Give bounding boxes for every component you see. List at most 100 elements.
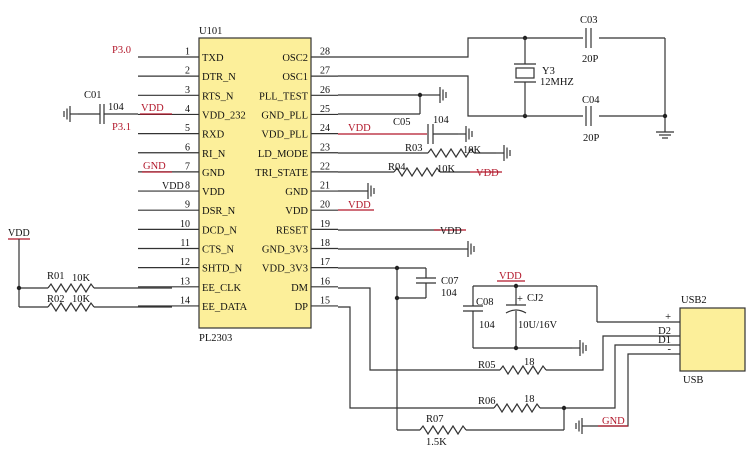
net-gnd-pin7: GND	[143, 161, 166, 172]
r06-ref: R06	[478, 396, 496, 407]
ic-pin-number: 26	[320, 85, 330, 96]
ic-pin-number: 5	[185, 123, 190, 134]
net-gnd-usb: GND	[602, 416, 625, 427]
resistor-r01	[47, 282, 172, 294]
ic-pin-name: DCD_N	[202, 225, 237, 236]
ic-pin-number: 1	[185, 47, 190, 58]
usb-pin-label: D2	[658, 326, 671, 337]
net-vdd-pin24: VDD	[348, 123, 371, 134]
c01-ref: C01	[84, 90, 102, 101]
ic-pin-name: VDD	[202, 187, 225, 198]
ground-symbol-pin21	[359, 182, 375, 200]
vdd-left-rail	[8, 238, 48, 308]
ic-pin-name: CTS_N	[202, 245, 235, 256]
usb-pin-label: D1	[658, 335, 671, 346]
net-vdd-left: VDD	[8, 228, 30, 239]
ic-pin-name: GND_PLL	[261, 110, 308, 121]
ic-pin-name: PLL_TEST	[259, 91, 309, 102]
c08-ref: C08	[476, 297, 494, 308]
ic-pin-name: RESET	[276, 225, 309, 236]
ic-pin-number: 15	[320, 295, 330, 306]
ground-symbol-filter	[571, 339, 587, 357]
ic-pin-name: EE_DATA	[202, 302, 248, 313]
c03-value: 20P	[582, 54, 599, 65]
ic-pin-name: DSR_N	[202, 206, 236, 217]
ic-pin-name: DTR_N	[202, 72, 236, 83]
ic-pin-name: RTS_N	[202, 91, 234, 102]
usb-name: USB	[683, 375, 703, 386]
c04-ref: C04	[582, 95, 600, 106]
ic-pin-name: VDD_3V3	[262, 264, 308, 275]
ic-right-pins: 28OSC227OSC126PLL_TEST25GND_PLL24VDD_PLL…	[255, 47, 338, 313]
resistor-r02	[47, 301, 172, 313]
usb-connector	[679, 307, 746, 372]
c04-value: 20P	[583, 133, 600, 144]
ic-body	[198, 37, 312, 329]
ic-pin-name: OSC1	[282, 72, 308, 83]
ground-symbol-r03	[495, 144, 511, 162]
c07-value: 104	[441, 288, 458, 299]
ic-pin-name: TRI_STATE	[255, 168, 308, 179]
net-vdd-cj2: VDD	[499, 271, 522, 282]
r02-value: 10K	[72, 294, 91, 305]
ic-pin-number: 28	[320, 47, 330, 58]
ic-pin-number: 22	[320, 161, 330, 172]
ic-pin-6: 6RI_N	[138, 142, 226, 160]
ic-pin-number: 25	[320, 104, 330, 115]
pll-ground	[338, 92, 432, 115]
ic-pin-number: 20	[320, 200, 330, 211]
dm-net-r05	[338, 287, 680, 376]
ic-left-pins: 1TXD2DTR_N3RTS_N4VDD_2325RXD6RI_N7GND8VD…	[138, 47, 248, 313]
ground-symbol-c01	[63, 105, 79, 123]
ic-pin-name: EE_CLK	[202, 283, 241, 294]
ic-pin-number: 18	[320, 238, 330, 249]
ground-symbol-pin18	[459, 240, 475, 258]
capacitor-c04	[585, 106, 592, 126]
ic-part: PL2303	[199, 333, 232, 344]
c05-value: 104	[433, 115, 450, 126]
ic-pin-name: LD_MODE	[258, 149, 308, 160]
ic-pin-number: 12	[180, 257, 190, 268]
ic-pin-name: OSC2	[282, 53, 308, 64]
usb-pin-label: -	[668, 344, 672, 355]
crystal-wiring	[338, 35, 668, 124]
ic-pin-number: 14	[180, 295, 190, 306]
ic-pin-number: 16	[320, 276, 330, 287]
r03-value: 10K	[463, 145, 482, 156]
ground-symbol-c05	[457, 125, 473, 143]
ic-pin-name: TXD	[202, 53, 224, 64]
usb-pin-label: +	[665, 312, 671, 323]
net-vdd-pin22: VDD	[476, 168, 499, 179]
ic-pin-name: VDD_232	[202, 110, 246, 121]
ic-pin-number: 7	[185, 161, 190, 172]
ic-pin-number: 8	[185, 181, 190, 192]
resistor-r04	[338, 166, 502, 178]
r07-ref: R07	[426, 414, 444, 425]
c03-ref: C03	[580, 15, 598, 26]
ic-pin-number: 23	[320, 142, 330, 153]
y3-ref: Y3	[542, 66, 555, 77]
c08-value: 104	[479, 320, 496, 331]
net-vdd-pin19: VDD	[440, 226, 462, 237]
r07-value: 1.5K	[426, 437, 447, 448]
y3-value: 12MHZ	[540, 77, 574, 88]
ic-pin-name: RI_N	[202, 149, 226, 160]
